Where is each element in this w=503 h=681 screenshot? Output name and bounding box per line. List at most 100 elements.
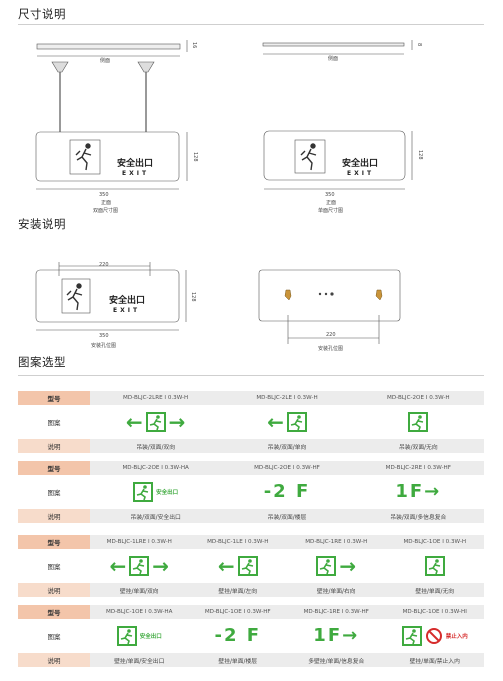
desc-cell: 壁挂/单面/左向 — [218, 588, 258, 595]
pattern-header: 图案 — [18, 549, 90, 583]
model-header: 型号 — [18, 535, 90, 549]
desc-cell: 壁挂/单面/禁止入内 — [409, 658, 460, 665]
install-dim-350: 350 — [99, 333, 109, 339]
model-cell: MD-BLJC-1RE I 0.3W-H — [305, 539, 368, 545]
double-sign-cn: 安全出口 — [117, 157, 153, 169]
desc-header: 说明 — [18, 509, 90, 523]
model-cell: MD-BLJC-1LRE I 0.3W-H — [106, 539, 172, 545]
single-side-label: 侧面 — [328, 55, 338, 62]
install-caption-2: 安装孔位图 — [318, 345, 343, 352]
model-header: 型号 — [18, 605, 90, 619]
install-double-panel — [35, 269, 180, 323]
single-caption: 单面尺寸图 — [318, 207, 343, 214]
desc-header: 说明 — [18, 439, 90, 453]
single-dim-8: 8 — [416, 43, 422, 46]
single-sign-en: EXIT — [347, 170, 374, 177]
model-cell: MD-BLJC-2OE I 0.3W-H — [387, 395, 450, 401]
double-dim-16: 16 — [191, 42, 197, 48]
desc-cell: 吊装/双面/单向 — [267, 444, 307, 451]
model-cell: MD-BLJC-1LE I 0.3W-H — [207, 539, 269, 545]
desc-cell: 壁挂/单面/双向 — [119, 588, 159, 595]
model-header: 型号 — [18, 461, 90, 475]
double-dim-128: 128 — [192, 152, 198, 162]
left-exit-icon: ← — [189, 549, 288, 583]
left-right-exit-icon: ← → — [125, 410, 186, 434]
double-dim-350: 350 — [99, 192, 109, 198]
model-cell: MD-BLJC-1OE I 0.3W-H — [403, 539, 467, 545]
safe-exit-icon: 安全出口 — [90, 619, 189, 653]
single-front-label: 正面 — [326, 200, 336, 206]
install-dim-220-top: 220 — [99, 262, 109, 268]
floor-icon: -2 F — [263, 481, 311, 502]
patterns-rule — [18, 375, 484, 376]
pattern-table-1: 型号 MD-BLJC-2LRE I 0.3W-H MD-BLJC-2LE I 0… — [18, 391, 484, 453]
double-exit-figure-box — [69, 139, 101, 175]
left-right-exit-icon: ← → — [109, 554, 170, 578]
desc-cell: 吊装/双面/双向 — [136, 444, 176, 451]
single-side-plate — [262, 42, 405, 47]
install-sign-en: EXIT — [113, 307, 140, 314]
install-dim-128: 128 — [190, 292, 196, 302]
right-hanger — [137, 61, 155, 73]
desc-cell: 多壁挂/单面/信息复合 — [308, 658, 365, 665]
desc-cell: 壁挂/单面/无向 — [415, 588, 455, 595]
installation-title: 安装说明 — [18, 217, 66, 231]
installation-drawings: 安全出口 EXIT 220 350 安装孔位图 220 安装孔位图 128 — [35, 262, 401, 352]
dimensions-rule — [18, 24, 484, 25]
model-cell: MD-BLJC-2OE I 0.3W-HF — [254, 465, 320, 471]
left-hanger — [51, 61, 69, 73]
pattern-table-3: 型号 MD-BLJC-1LRE I 0.3W-H MD-BLJC-1LE I 0… — [18, 535, 484, 597]
patterns-title: 图案选型 — [18, 355, 66, 369]
model-cell: MD-BLJC-2RE I 0.3W-HF — [385, 465, 451, 471]
left-exit-icon: ← — [221, 405, 352, 439]
single-dim-128: 128 — [417, 150, 423, 160]
single-sign-cn: 安全出口 — [342, 157, 378, 169]
desc-cell: 吊装/双面/楼层 — [267, 514, 307, 521]
exit-icon — [386, 549, 485, 583]
desc-cell: 壁挂/单面/楼层 — [218, 658, 258, 665]
double-caption: 双面尺寸图 — [93, 207, 118, 214]
floor-arrow-icon: 1F→ — [313, 625, 360, 646]
desc-header: 说明 — [18, 583, 90, 597]
floor-arrow-icon: 1F→ — [395, 481, 442, 502]
safe-exit-icon: 安全出口 — [90, 475, 221, 509]
pattern-header: 图案 — [18, 475, 90, 509]
double-sign-en: EXIT — [122, 170, 149, 177]
double-side-label: 侧面 — [100, 57, 110, 64]
mount-hole-right — [375, 289, 383, 301]
desc-cell: 壁挂/单面/右向 — [316, 588, 356, 595]
single-front-panel — [263, 130, 406, 181]
double-side-plate — [36, 43, 181, 50]
desc-cell: 吊装/双面/多信息复合 — [390, 514, 447, 521]
pattern-header: 图案 — [18, 405, 90, 439]
mount-hole-left — [284, 289, 292, 301]
desc-header: 说明 — [18, 653, 90, 667]
install-caption-1: 安装孔位图 — [91, 342, 116, 349]
model-cell: MD-BLJC-1OE I 0.3W-HF — [204, 609, 271, 615]
desc-cell: 壁挂/单面/安全出口 — [114, 658, 165, 665]
dimension-drawings: 安全出口 安全出口 EXIT EXIT 侧面 侧面 350 350 正面 正面 … — [35, 40, 423, 214]
install-sign-cn: 安全出口 — [109, 294, 145, 306]
model-cell: MD-BLJC-1OE I 0.3W-HI — [402, 609, 467, 615]
floor-icon: -2 F — [214, 625, 262, 646]
desc-cell: 吊装/双面/安全出口 — [130, 514, 181, 521]
pattern-table-4: 型号 MD-BLJC-1OE I 0.3W-HA MD-BLJC-1OE I 0… — [18, 605, 484, 667]
pattern-table-2: 型号 MD-BLJC-2OE I 0.3W-HA MD-BLJC-2OE I 0… — [18, 461, 484, 523]
desc-cell: 吊装/双面/无向 — [398, 444, 438, 451]
pattern-header: 图案 — [18, 619, 90, 653]
model-header: 型号 — [18, 391, 90, 405]
double-front-panel — [35, 131, 180, 182]
install-dim-220-bottom: 220 — [326, 332, 336, 338]
install-figure-box — [61, 278, 91, 314]
model-cell: MD-BLJC-1RE I 0.3W-HF — [303, 609, 369, 615]
double-front-label: 正面 — [101, 200, 111, 206]
single-exit-figure-box — [294, 139, 326, 174]
model-cell: MD-BLJC-2LE I 0.3W-H — [256, 395, 318, 401]
exit-icon — [353, 405, 484, 439]
model-cell: MD-BLJC-2LRE I 0.3W-H — [123, 395, 189, 401]
single-dim-350: 350 — [325, 192, 335, 198]
install-single-panel — [258, 269, 401, 322]
right-exit-icon: → — [287, 549, 386, 583]
no-entry-icon: 禁止入内 — [386, 619, 485, 653]
model-cell: MD-BLJC-2OE I 0.3W-HA — [122, 465, 189, 471]
